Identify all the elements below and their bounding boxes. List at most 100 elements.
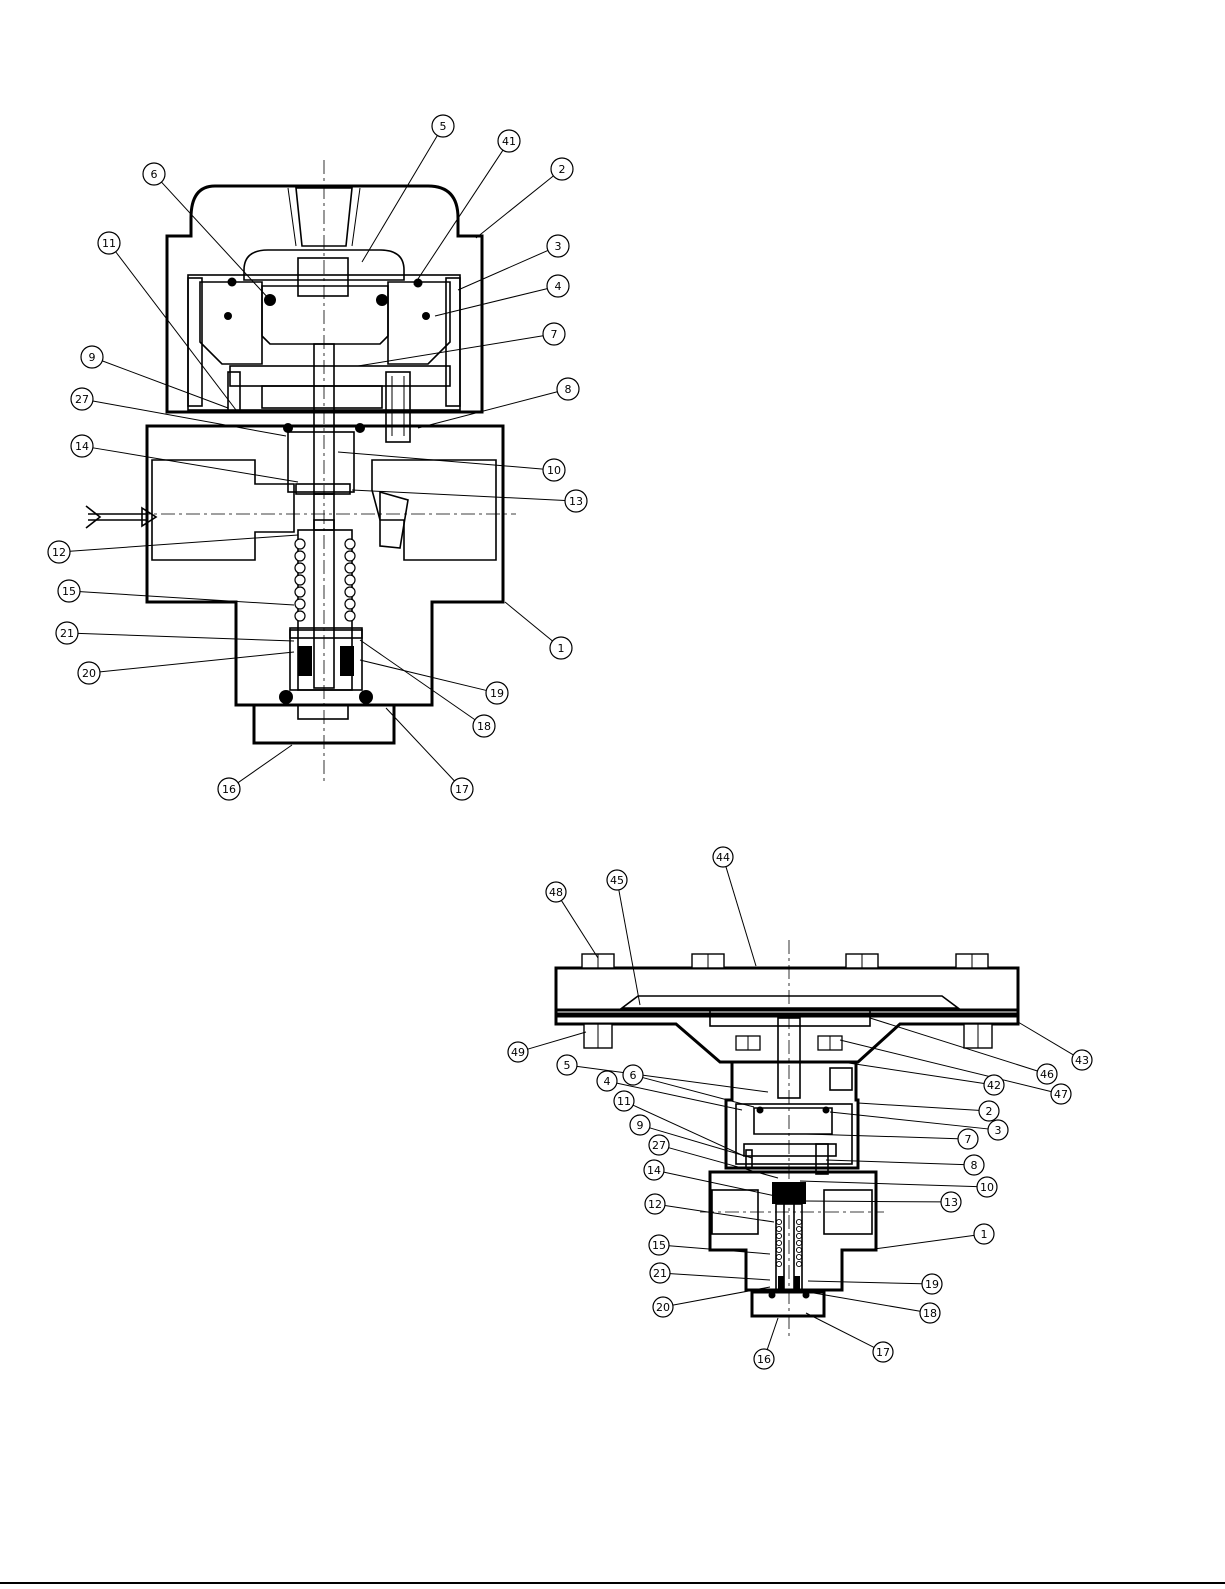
leader-line	[561, 900, 598, 958]
callout-number: 27	[75, 393, 89, 406]
callout-number: 7	[551, 328, 558, 341]
lower-seal-left	[778, 1276, 784, 1292]
callout-number: 12	[648, 1198, 662, 1211]
leader-line	[435, 289, 547, 316]
callout-number: 45	[610, 874, 624, 887]
leader-line	[102, 361, 228, 408]
spring-coil	[295, 599, 305, 609]
callout-number: 9	[637, 1119, 644, 1132]
u-cup-seal-right	[340, 646, 354, 676]
callout-number: 18	[923, 1307, 937, 1320]
spring-coil	[776, 1261, 781, 1266]
callout-number: 5	[440, 120, 447, 133]
callout-number: 19	[490, 687, 504, 700]
callout-number: 46	[1040, 1068, 1054, 1081]
callout-number: 6	[630, 1069, 637, 1082]
spring-coil	[776, 1226, 781, 1231]
leader-line	[93, 448, 298, 482]
callout-balloon: 45	[607, 870, 640, 1005]
leader-line	[673, 1287, 770, 1305]
lower-bottom-plug	[752, 1292, 824, 1316]
leader-line	[78, 633, 294, 641]
leader-line	[808, 1281, 922, 1284]
callout-balloon: 18	[808, 1292, 940, 1323]
o-ring	[279, 690, 293, 704]
callout-number: 2	[986, 1105, 993, 1118]
callout-number: 17	[876, 1346, 890, 1359]
callout-number: 41	[502, 135, 516, 148]
o-ring	[422, 312, 430, 320]
valve-body	[147, 426, 503, 705]
o-ring	[359, 690, 373, 704]
adapter-plate	[744, 1144, 836, 1156]
callout-number: 14	[647, 1164, 661, 1177]
leader-line	[670, 1274, 770, 1280]
spring-coil	[796, 1247, 801, 1252]
pin-right	[386, 372, 410, 442]
o-ring	[224, 312, 232, 320]
u-cup-seal-left	[298, 646, 312, 676]
leader-line	[505, 602, 553, 641]
spring-coil	[776, 1219, 781, 1224]
callout-balloon: 21	[56, 622, 294, 644]
callout-number: 27	[652, 1139, 666, 1152]
leader-line	[858, 1103, 979, 1110]
guide-block-right	[388, 282, 450, 364]
callout-number: 5	[564, 1059, 571, 1072]
o-ring	[757, 1107, 764, 1114]
callout-number: 14	[75, 440, 89, 453]
callout-balloon: 42	[842, 1062, 1004, 1095]
spring-coil	[796, 1226, 801, 1231]
callout-balloon: 41	[414, 130, 520, 285]
callout-balloon: 2	[858, 1101, 999, 1121]
leader-line	[767, 1318, 778, 1350]
spring-coil	[796, 1240, 801, 1245]
inlet-port	[152, 460, 294, 560]
leader-line	[870, 1018, 1037, 1071]
callout-number: 3	[555, 240, 562, 253]
spring-plate	[230, 366, 450, 386]
leader-line	[414, 150, 503, 285]
callout-balloon: 9	[81, 346, 228, 408]
callout-number: 15	[62, 585, 76, 598]
callout-balloon: 6	[623, 1065, 754, 1107]
callout-balloon: 4	[435, 275, 569, 316]
callout-number: 15	[652, 1239, 666, 1252]
leader-line	[1018, 1022, 1073, 1055]
callout-number: 4	[555, 280, 562, 293]
o-ring	[376, 294, 388, 306]
leader-line	[800, 1181, 977, 1187]
callout-balloon: 1	[505, 602, 572, 659]
callout-number: 20	[82, 667, 96, 680]
callout-number: 1	[558, 642, 565, 655]
o-ring	[355, 423, 365, 433]
o-ring	[283, 423, 293, 433]
leader-line	[476, 176, 553, 238]
leader-line	[70, 535, 298, 551]
leader-line	[528, 1032, 586, 1049]
lower-section-view	[556, 940, 1018, 1340]
spring-coil	[776, 1247, 781, 1252]
spring-coil	[796, 1261, 801, 1266]
outlet-port	[372, 460, 496, 560]
callout-number: 44	[716, 851, 730, 864]
leader-line	[806, 1134, 958, 1139]
callout-balloon: 6	[143, 163, 270, 300]
callout-number: 13	[569, 495, 583, 508]
adapter-piston	[754, 1108, 832, 1134]
callout-balloon: 47	[840, 1040, 1071, 1104]
callout-balloon: 17	[386, 708, 473, 800]
leader-line	[338, 452, 543, 469]
callout-number: 9	[89, 351, 96, 364]
spring-coil	[295, 563, 305, 573]
callout-number: 2	[559, 163, 566, 176]
adapter-pin-left	[746, 1150, 752, 1168]
callout-balloon: 43	[1018, 1022, 1092, 1070]
spring-coil	[295, 587, 305, 597]
callout-balloon: 1	[874, 1224, 994, 1249]
callout-balloon: 10	[800, 1177, 997, 1197]
spring-coil	[796, 1219, 801, 1224]
bonnet-housing	[167, 186, 482, 412]
